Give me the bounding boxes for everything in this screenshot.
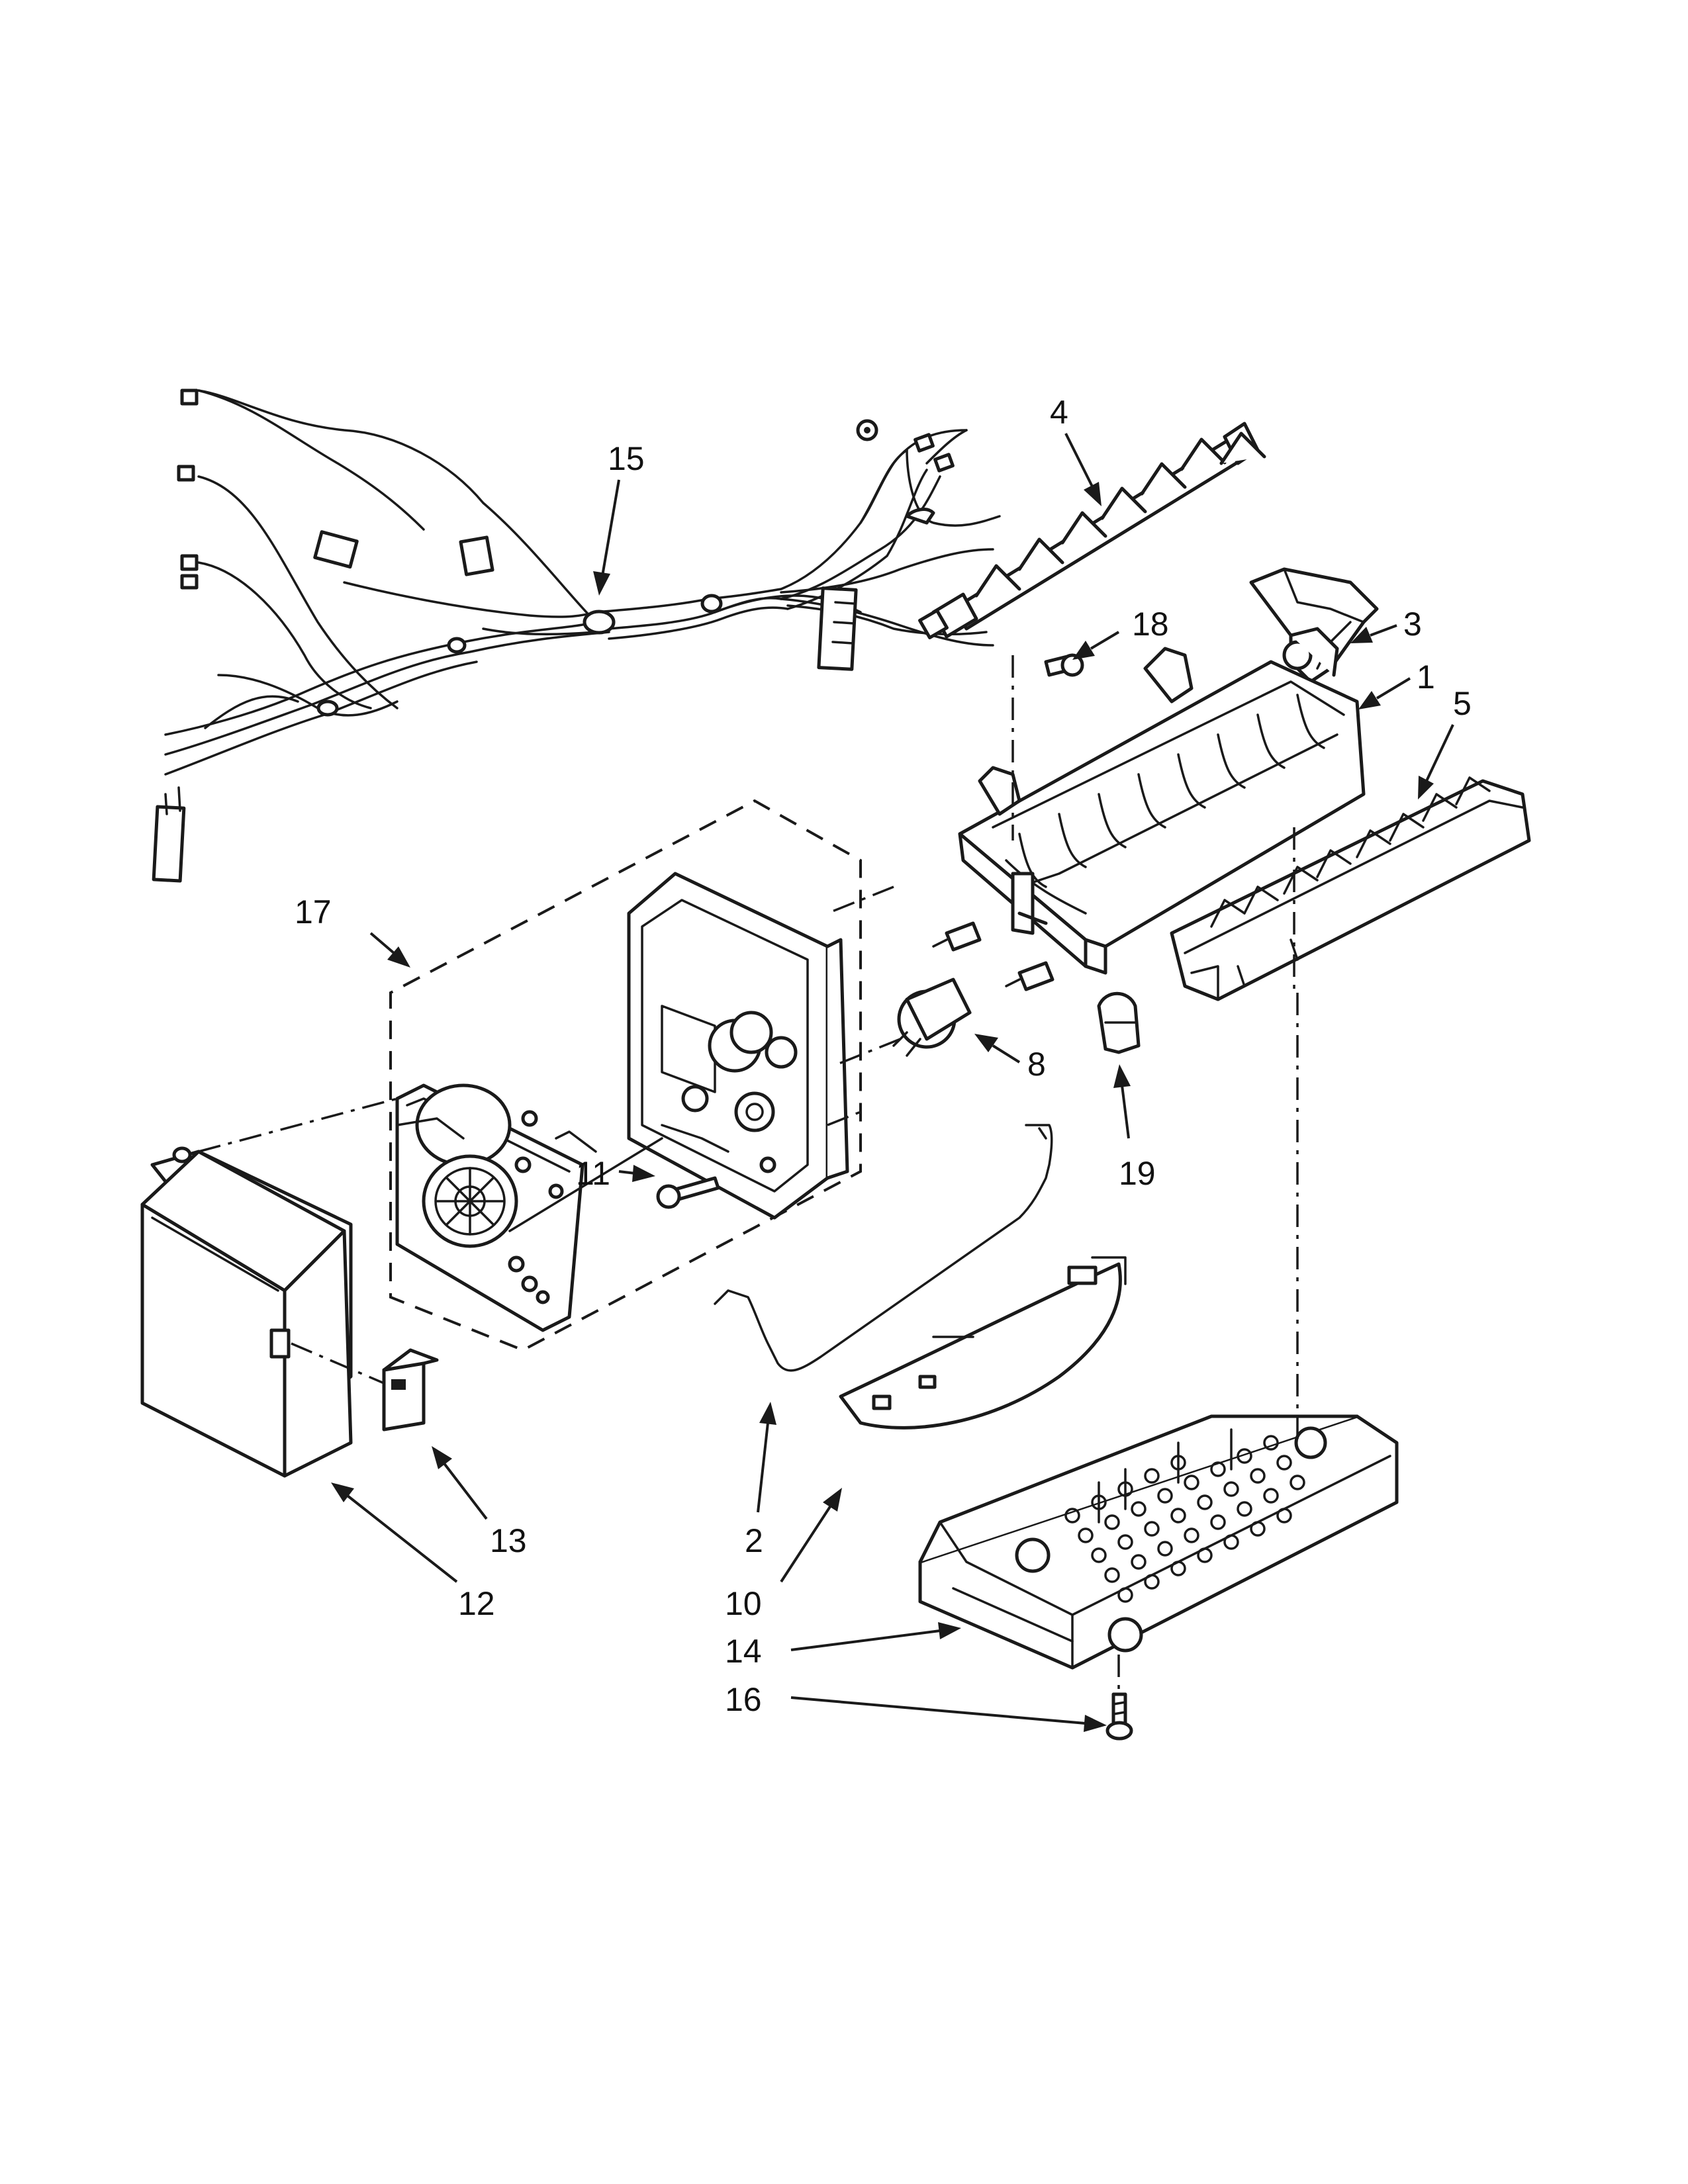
callout-3: 3 xyxy=(1403,606,1422,643)
mold-part xyxy=(958,627,1366,975)
wire-harness-part xyxy=(152,388,1001,883)
callout-10: 10 xyxy=(725,1585,762,1622)
callout-19: 19 xyxy=(1119,1155,1156,1192)
callout-labels: 4 15 18 3 1 5 17 8 11 19 2 13 10 12 14 1… xyxy=(295,394,1472,1718)
tray-pegs xyxy=(1064,1435,1305,1603)
callout-1: 1 xyxy=(1417,659,1435,696)
switch-13-part xyxy=(382,1348,439,1432)
clip-19-part xyxy=(1097,991,1141,1054)
tray-14-part xyxy=(918,1414,1399,1670)
callout-8: 8 xyxy=(1027,1046,1046,1083)
ejector-part xyxy=(918,422,1266,639)
cover-12-part xyxy=(140,1146,353,1478)
callout-4: 4 xyxy=(1050,394,1068,431)
assembly-lines xyxy=(198,655,1299,1694)
callout-17: 17 xyxy=(295,893,332,931)
callout-18: 18 xyxy=(1132,606,1169,643)
callout-2: 2 xyxy=(745,1522,763,1559)
callout-15: 15 xyxy=(608,440,645,477)
stripper-part xyxy=(1170,776,1531,1001)
shutoff-plate-10-part xyxy=(839,1256,1127,1430)
callout-11: 11 xyxy=(576,1155,610,1192)
callout-13: 13 xyxy=(490,1522,527,1559)
callout-16: 16 xyxy=(725,1681,762,1718)
leader-lines xyxy=(331,433,1454,1732)
callout-5: 5 xyxy=(1453,685,1472,722)
shutoff-arm-2-part xyxy=(714,1124,1053,1372)
screw-18-part xyxy=(1044,653,1084,677)
thermostat-8-part xyxy=(892,921,1055,1057)
screw-16-part xyxy=(1105,1692,1133,1741)
callout-14: 14 xyxy=(725,1633,762,1670)
callout-12: 12 xyxy=(458,1585,495,1622)
screw-11-part xyxy=(656,1176,720,1209)
module-assembly-part xyxy=(389,799,862,1352)
